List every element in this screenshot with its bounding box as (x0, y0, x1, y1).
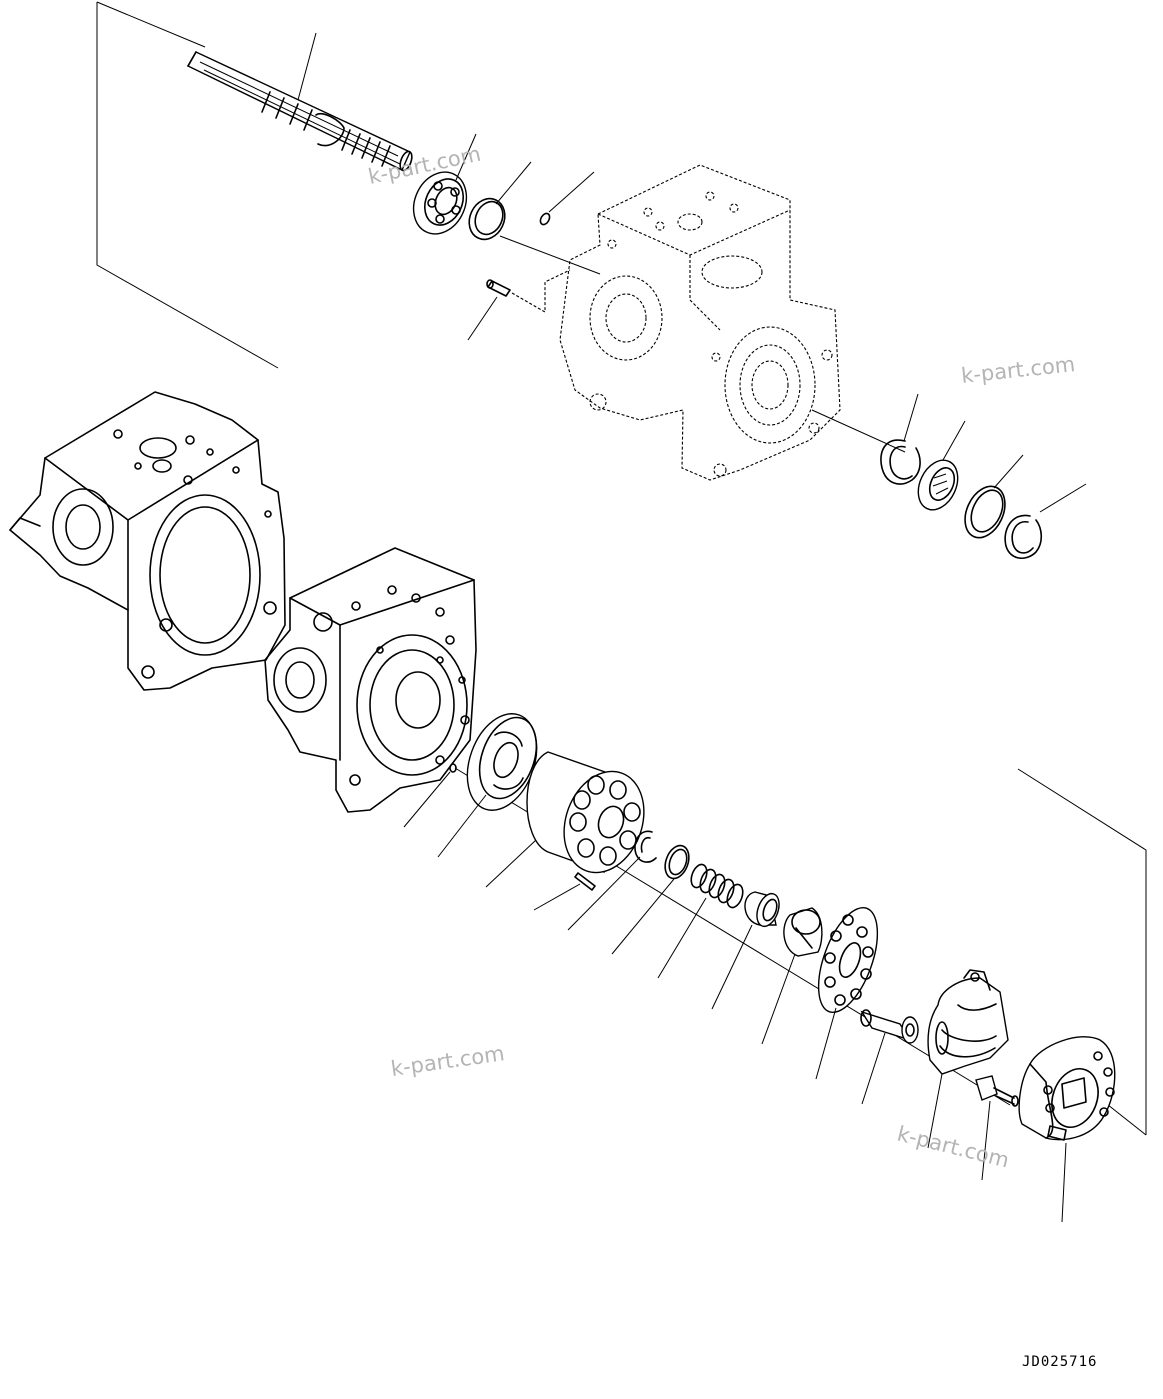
pump-housing-center (264, 547, 477, 813)
leader-coil-spring (657, 897, 707, 979)
shoe-pin (860, 1009, 919, 1044)
watermark: k-part.com (389, 1041, 506, 1081)
leader-swash-plate (927, 1073, 943, 1149)
leader-shoe-pin (861, 1032, 886, 1105)
spring-washer (664, 844, 690, 880)
leader-ball-guide (761, 953, 796, 1045)
leader-cylinder-block (485, 839, 537, 888)
retaining-ring-2 (1004, 514, 1043, 559)
snap-ring (468, 197, 506, 241)
o-ring-small (539, 212, 551, 226)
leader-retainer-plate (815, 1007, 837, 1080)
retaining-ring-1 (880, 439, 921, 485)
cylinder-block (526, 751, 645, 874)
leader-circlip-small (567, 856, 641, 931)
bearing (412, 171, 468, 235)
assembly-axis-top (499, 235, 601, 275)
swash-support (1018, 1036, 1116, 1141)
leader-o-ring-small (548, 171, 595, 213)
leader-washer-ring (993, 454, 1024, 489)
dowel-pin (486, 279, 511, 297)
valve-plate (466, 713, 538, 811)
swash-plate (927, 969, 1009, 1075)
pump-housing-upper (559, 164, 841, 481)
leader-snap-ring (495, 161, 532, 205)
assembly-axis-right (811, 409, 906, 453)
leader-oil-seal (942, 420, 966, 461)
watermark: k-part.com (960, 352, 1076, 388)
leader-retaining-ring-2 (1039, 483, 1087, 513)
oil-seal (917, 459, 959, 511)
drawing-code: JD025716 (1022, 1354, 1097, 1370)
leader-swash-support (1061, 1142, 1067, 1223)
leader-bearing (455, 133, 477, 181)
washer-ring (964, 485, 1006, 539)
leader-pivot-bolt (981, 1100, 991, 1181)
ball-guide (783, 907, 823, 957)
circlip-small (634, 830, 657, 863)
leader-valve-plate (437, 794, 487, 858)
pivot-bolt (975, 1075, 1019, 1107)
spherical-bushing (744, 891, 780, 928)
watermark: k-part.com (895, 1122, 1012, 1173)
pin-small (449, 763, 457, 773)
reference-frame-top (96, 1, 279, 369)
coil-spring (690, 863, 744, 909)
leader-spherical-bushing (711, 924, 753, 1010)
drive-shaft (187, 51, 413, 172)
leader-retaining-ring-1 (903, 393, 919, 442)
leader-shaft (297, 32, 317, 101)
cylinder-pin (574, 872, 596, 891)
retainer-plate (817, 906, 879, 1014)
leader-cylinder-pin (533, 883, 581, 911)
leader-pin-small (403, 771, 451, 828)
leader-dowel-pin (467, 269, 571, 341)
pump-housing-left (9, 391, 286, 691)
leader-spring-washer (611, 878, 675, 955)
